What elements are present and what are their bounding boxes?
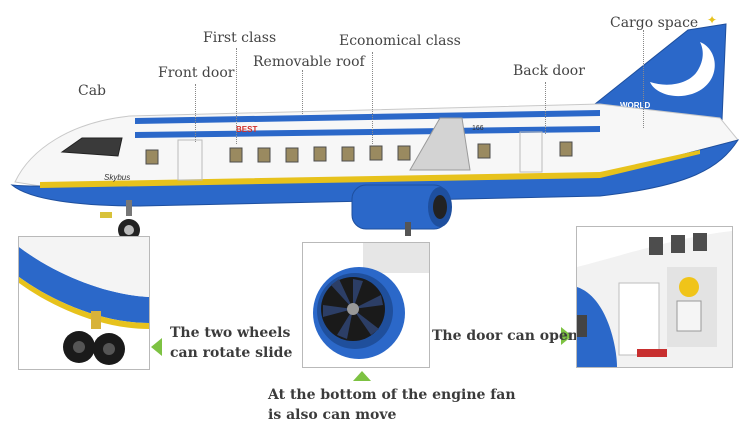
airplane-illustration: WORLD BEST 166 Skybus (10, 23, 740, 241)
tail-logo-text: WORLD (620, 101, 650, 110)
door-detail-panel (576, 226, 733, 368)
leader-economical-class (372, 52, 373, 144)
engine-caption-line1: At the bottom of the engine fan (268, 387, 516, 403)
wheels-caption-line2: can rotate slide (170, 345, 293, 361)
door-caption: The door can open (432, 328, 578, 344)
wheels-closeup-image (19, 237, 149, 365)
fuselage-brand-text: BEST (236, 125, 257, 134)
nose-name-text: Skybus (104, 173, 130, 182)
leader-back-door (545, 82, 546, 134)
engine-detail-panel (302, 242, 430, 368)
leader-removable-roof (302, 70, 303, 114)
leader-first-class (236, 48, 237, 144)
door-arrow-icon (561, 327, 572, 345)
wheels-caption-line1: The two wheels (170, 325, 291, 341)
callout-front-door: Front door (158, 65, 235, 81)
callout-economical-class: Economical class (339, 33, 461, 49)
sparkle-icon: ✦ (707, 13, 718, 27)
callout-back-door: Back door (513, 63, 585, 79)
engine-closeup-image (313, 243, 429, 359)
engine-arrow-icon (353, 371, 371, 381)
callout-cab: Cab (78, 83, 107, 99)
callout-first-class: First class (203, 30, 277, 46)
engine-caption: At the bottom of the engine fan is also … (268, 385, 516, 425)
wheels-arrow-icon (151, 338, 162, 356)
model-number-text: 166 (472, 125, 484, 132)
wheels-detail-panel (18, 236, 150, 370)
engine-caption-line2: is also can move (268, 407, 397, 423)
leader-front-door (195, 84, 196, 142)
callout-removable-roof: Removable roof (253, 54, 365, 70)
leader-cargo-space (643, 30, 644, 128)
door-closeup-image (577, 231, 732, 367)
callout-cargo-space: Cargo space (610, 15, 699, 31)
wheels-caption: The two wheels can rotate slide (170, 323, 292, 363)
